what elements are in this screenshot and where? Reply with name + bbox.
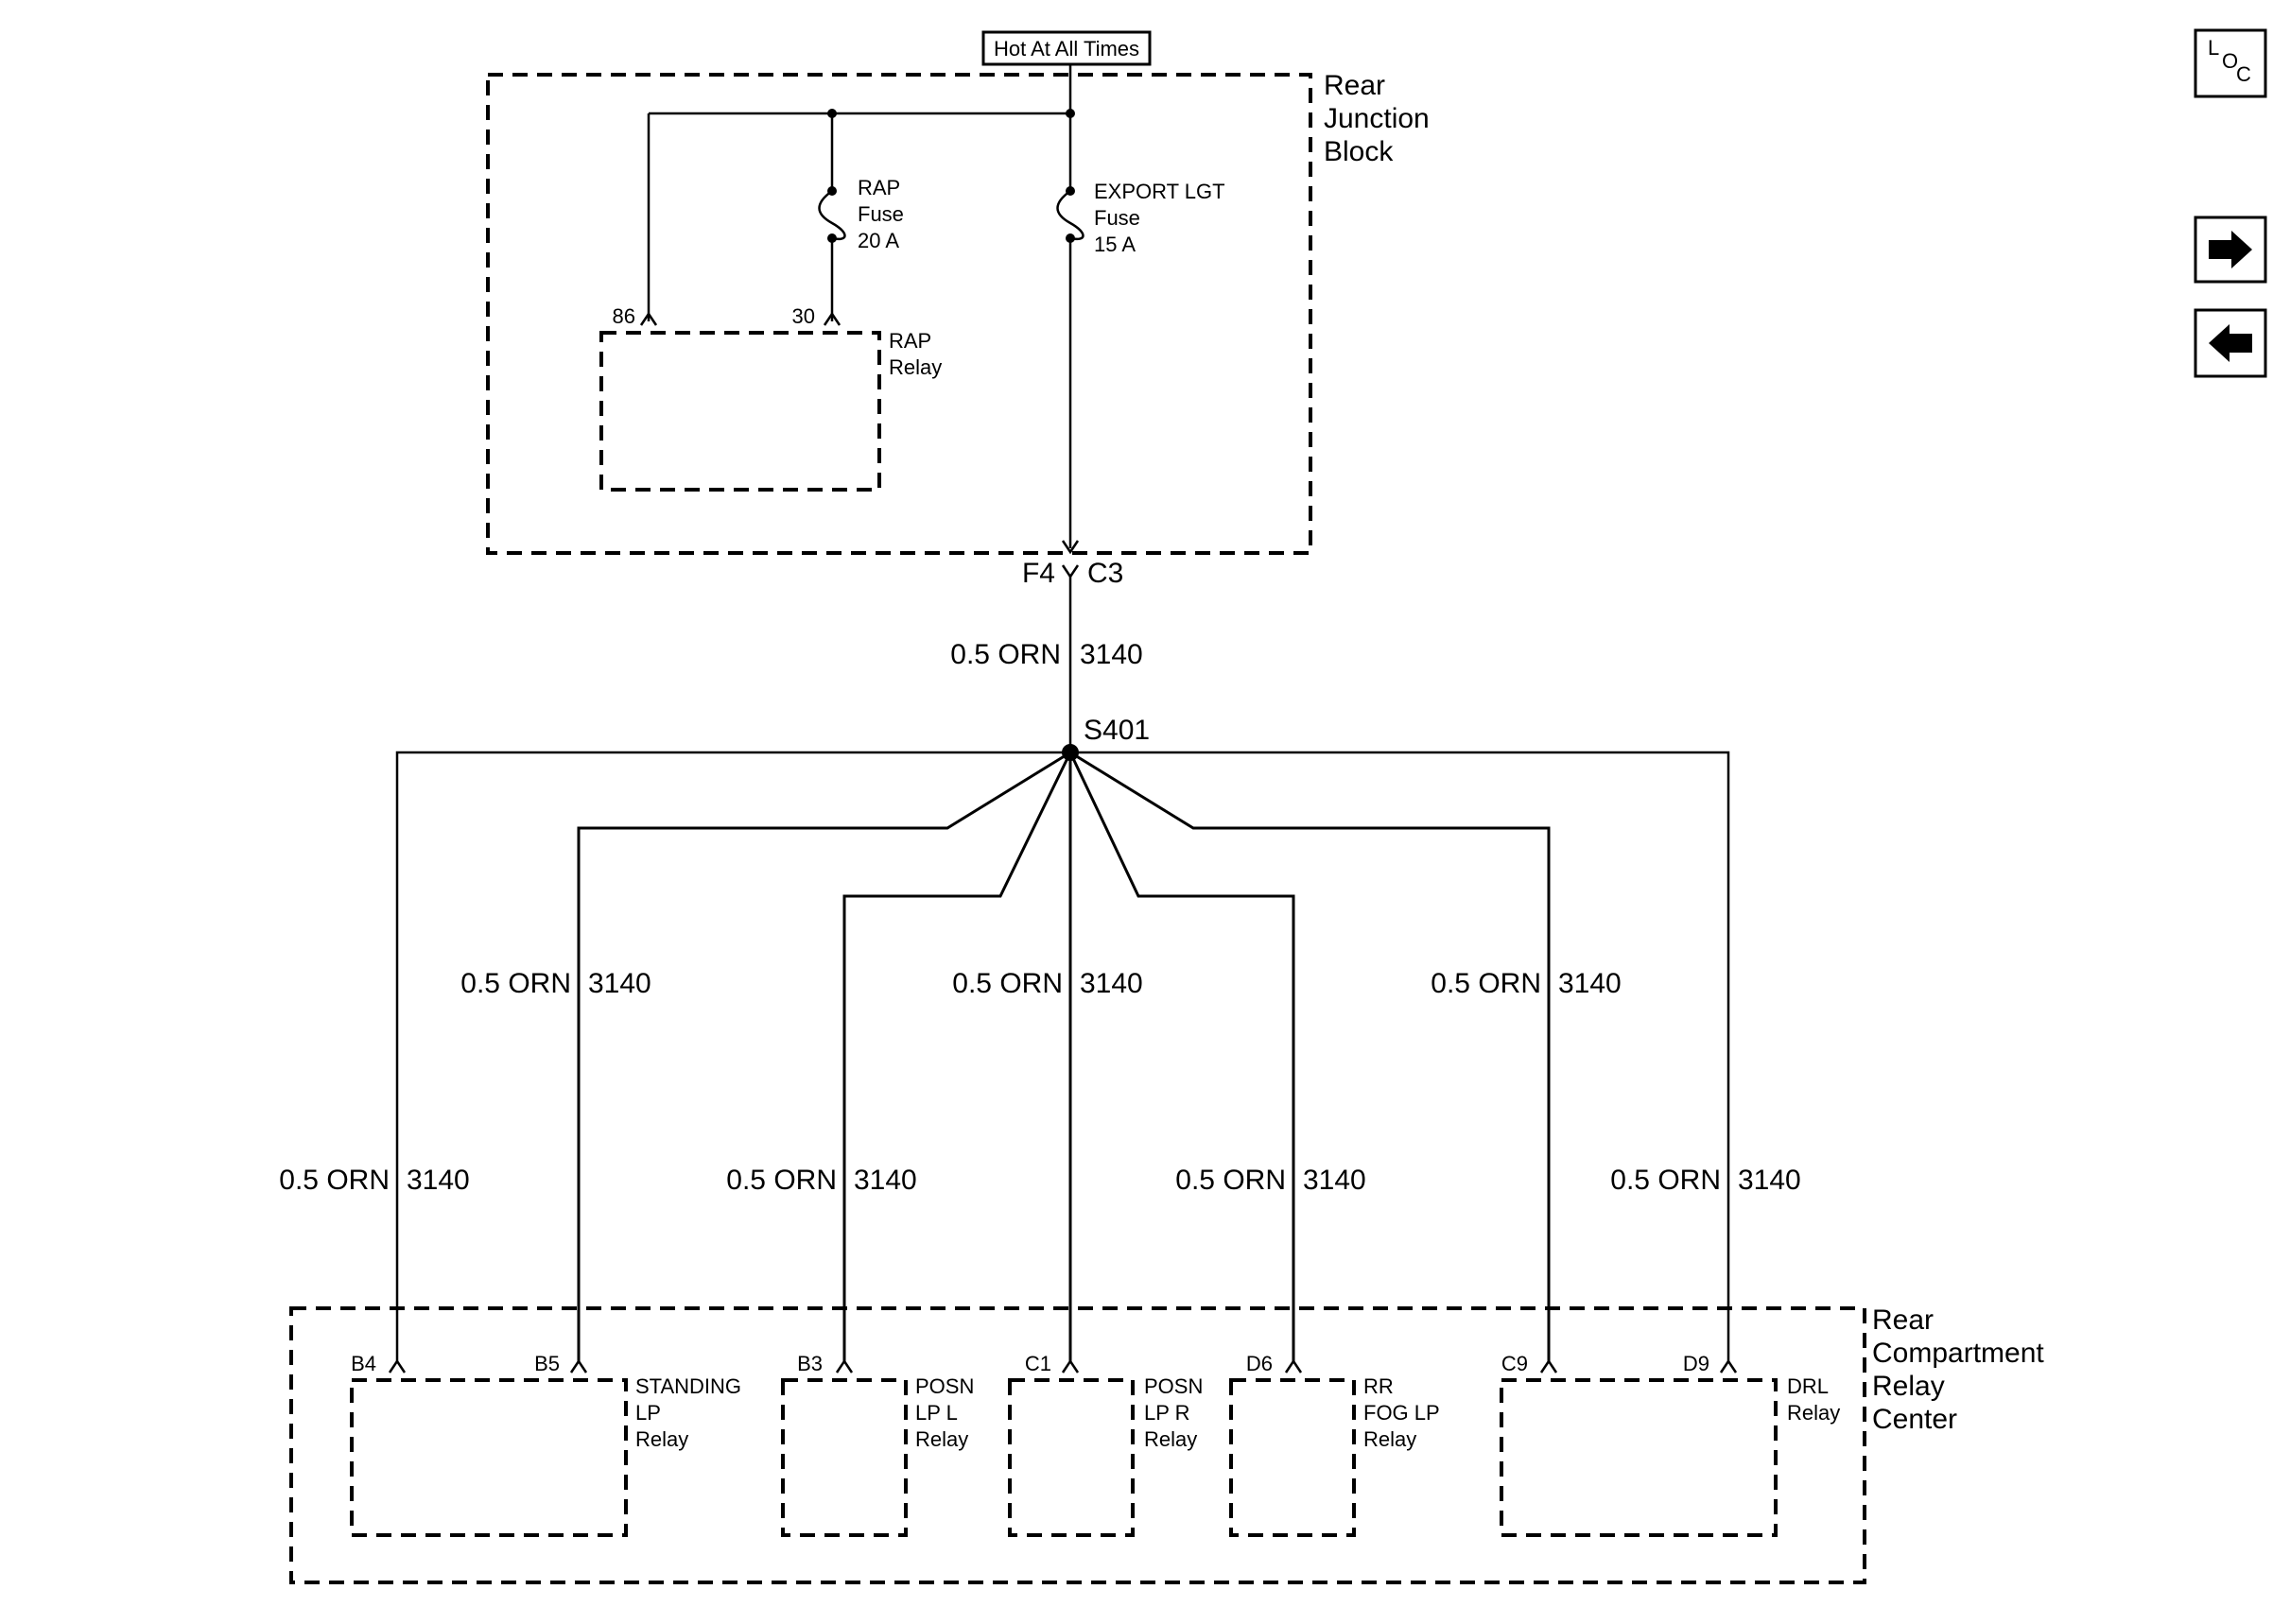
arrow-left-icon — [2209, 324, 2252, 362]
loc-button[interactable]: L O C — [2194, 28, 2267, 98]
svg-text:3140: 3140 — [407, 1165, 470, 1196]
export-fuse-label-2: Fuse — [1094, 206, 1140, 230]
splice-label: S401 — [1084, 715, 1150, 746]
hot-label: Hot At All Times — [994, 37, 1139, 60]
svg-text:0.5 ORN: 0.5 ORN — [460, 968, 571, 999]
pin-d6-label: D6 — [1246, 1352, 1273, 1375]
svg-text:3140: 3140 — [1558, 968, 1622, 999]
branch-wires — [395, 751, 1730, 1361]
wire-label-b4: 0.5 ORN 3140 — [279, 1165, 469, 1196]
svg-text:3140: 3140 — [588, 968, 651, 999]
svg-text:0.5 ORN: 0.5 ORN — [950, 639, 1061, 670]
standing-relay-label-2: LP — [635, 1401, 661, 1425]
connector-left-label: F4 — [1022, 558, 1055, 589]
svg-text:3140: 3140 — [1080, 639, 1143, 670]
rr-fog-relay-label-1: RR — [1363, 1374, 1394, 1398]
wire-label-d9: 0.5 ORN 3140 — [1610, 1165, 1800, 1196]
svg-text:0.5 ORN: 0.5 ORN — [952, 968, 1063, 999]
rcrc-label-3: Relay — [1872, 1371, 1945, 1402]
svg-text:0.5 ORN: 0.5 ORN — [1610, 1165, 1721, 1196]
loc-l: L — [2208, 36, 2219, 60]
forward-arrow-button[interactable] — [2194, 216, 2267, 284]
svg-text:3140: 3140 — [854, 1165, 917, 1196]
connector-right-label: C3 — [1087, 558, 1123, 589]
arrow-right-icon — [2209, 231, 2252, 268]
rcrc-label-1: Rear — [1872, 1304, 1934, 1336]
connector-f4-c3 — [1061, 564, 1080, 752]
back-arrow-button[interactable] — [2194, 308, 2267, 378]
pin-b5-label: B5 — [534, 1352, 560, 1375]
pin-b3-label: B3 — [797, 1352, 823, 1375]
pin-c9-label: C9 — [1501, 1352, 1528, 1375]
rjb-label-2: Junction — [1324, 103, 1430, 134]
standing-relay-label-1: STANDING — [635, 1374, 741, 1398]
svg-text:0.5 ORN: 0.5 ORN — [726, 1165, 837, 1196]
rap-relay-box — [599, 331, 881, 492]
posn-r-relay-label-3: Relay — [1144, 1427, 1197, 1451]
pin-b4-label: B4 — [351, 1352, 376, 1375]
loc-c: C — [2236, 62, 2251, 86]
rear-compartment-relay-center-boundary — [289, 1306, 1866, 1584]
rear-junction-block-boundary — [486, 73, 1312, 555]
drl-relay-label-2: Relay — [1787, 1401, 1840, 1425]
pin-c1-label: C1 — [1025, 1352, 1051, 1375]
rr-fog-lp-relay-box — [1229, 1378, 1356, 1537]
rap-fuse-label-3: 20 A — [858, 229, 899, 252]
trunk-wire-label: 0.5 ORN 3140 — [950, 639, 1142, 670]
svg-text:3140: 3140 — [1303, 1165, 1366, 1196]
posn-l-relay-label-3: Relay — [915, 1427, 968, 1451]
pin-86-label: 86 — [613, 304, 635, 328]
rjb-label-1: Rear — [1324, 70, 1385, 101]
hot-at-all-times-box: Hot At All Times — [981, 30, 1152, 66]
svg-text:0.5 ORN: 0.5 ORN — [279, 1165, 390, 1196]
wire-label-d6: 0.5 ORN 3140 — [1175, 1165, 1365, 1196]
rjb-label-3: Block — [1324, 136, 1394, 167]
pin-d9-label: D9 — [1683, 1352, 1709, 1375]
loc-o: O — [2222, 49, 2238, 73]
pin-30-label: 30 — [792, 304, 815, 328]
rr-fog-relay-label-2: FOG LP — [1363, 1401, 1440, 1425]
export-fuse-label-3: 15 A — [1094, 233, 1136, 256]
rap-fuse-label-2: Fuse — [858, 202, 904, 226]
wire-label-c1: 0.5 ORN 3140 — [952, 968, 1142, 999]
standing-lp-relay-box — [350, 1378, 628, 1537]
rcrc-label-4: Center — [1872, 1404, 1957, 1435]
posn-r-relay-label-2: LP R — [1144, 1401, 1190, 1425]
rap-fuse-label-1: RAP — [858, 176, 900, 199]
standing-relay-label-3: Relay — [635, 1427, 688, 1451]
wire-label-c9: 0.5 ORN 3140 — [1431, 968, 1621, 999]
svg-text:0.5 ORN: 0.5 ORN — [1175, 1165, 1286, 1196]
posn-lp-l-relay-box — [781, 1378, 908, 1537]
svg-text:3140: 3140 — [1080, 968, 1143, 999]
rap-relay-label-2: Relay — [889, 355, 942, 379]
drl-relay-label-1: DRL — [1787, 1374, 1829, 1398]
wire-label-b5: 0.5 ORN 3140 — [460, 968, 651, 999]
rap-relay-label-1: RAP — [889, 329, 931, 353]
drl-relay-box — [1500, 1378, 1778, 1537]
posn-lp-r-relay-box — [1008, 1378, 1135, 1537]
svg-text:3140: 3140 — [1738, 1165, 1801, 1196]
posn-l-relay-label-1: POSN — [915, 1374, 974, 1398]
posn-l-relay-label-2: LP L — [915, 1401, 958, 1425]
export-fuse-label-1: EXPORT LGT — [1094, 180, 1225, 203]
junction-bus — [639, 64, 1084, 555]
rcrc-label-2: Compartment — [1872, 1338, 2044, 1369]
rr-fog-relay-label-3: Relay — [1363, 1427, 1416, 1451]
relay-center-pins — [388, 1358, 1738, 1373]
svg-text:0.5 ORN: 0.5 ORN — [1431, 968, 1541, 999]
posn-r-relay-label-1: POSN — [1144, 1374, 1203, 1398]
wire-label-b3: 0.5 ORN 3140 — [726, 1165, 916, 1196]
